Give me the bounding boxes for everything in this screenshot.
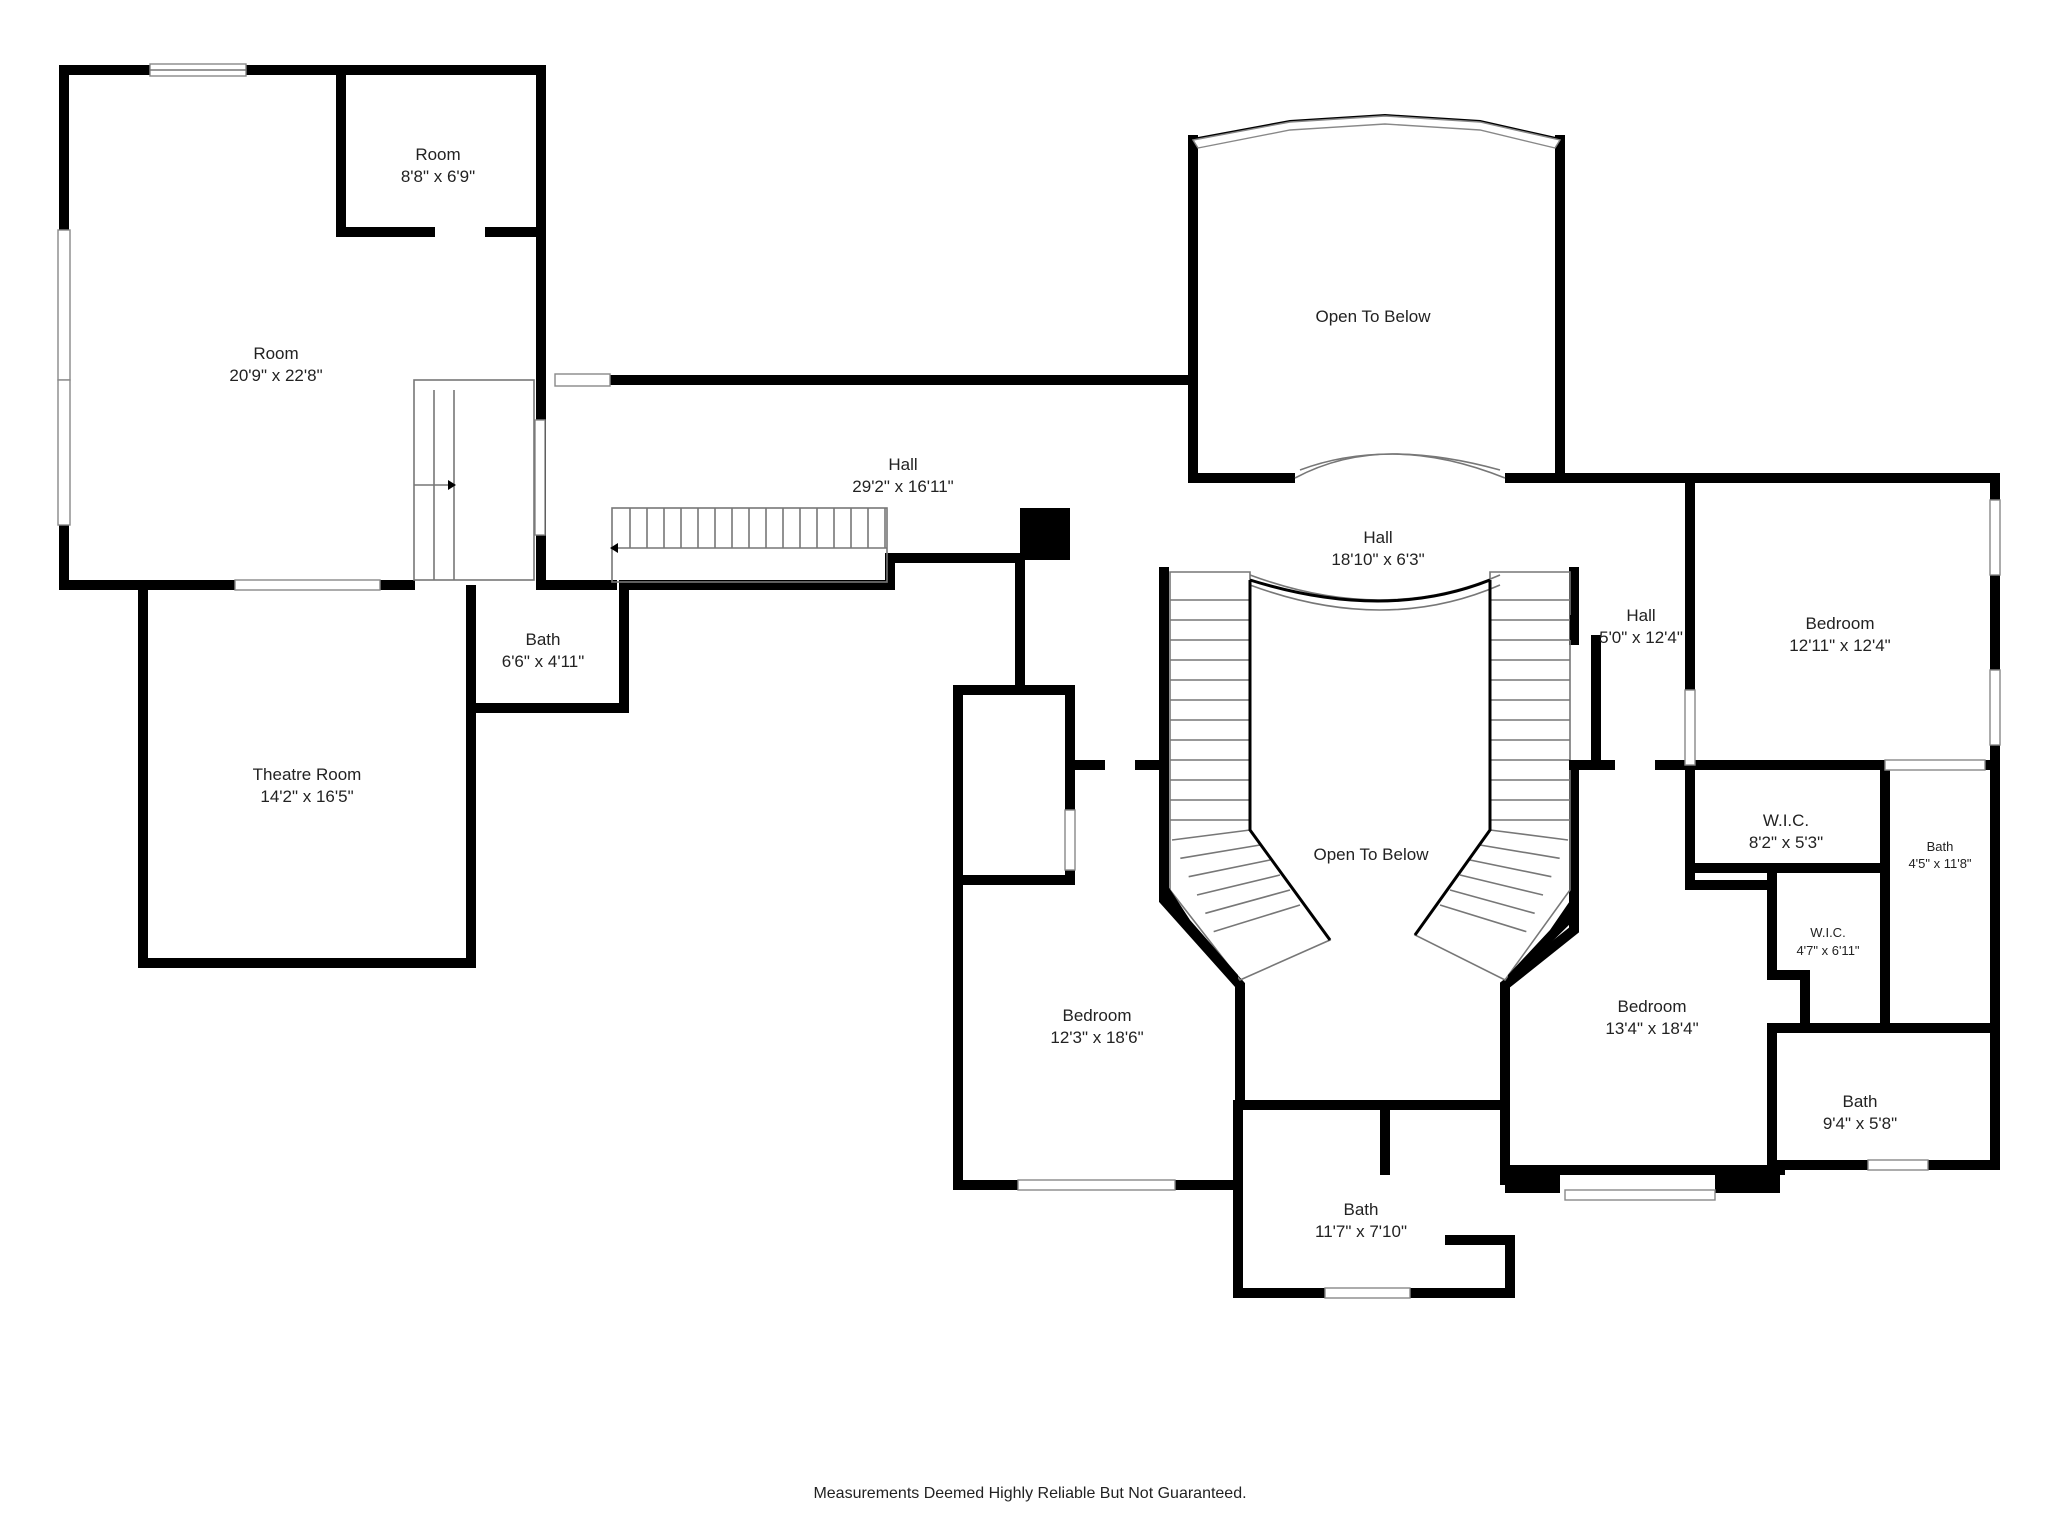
stair-tread [1188,859,1271,878]
room-size: 12'3" x 18'6" [1050,1028,1143,1047]
room-size: 14'2" x 16'5" [260,787,353,806]
room-name: Hall [1626,606,1655,625]
room-name: W.I.C. [1763,811,1809,830]
room-name: Bath [1344,1200,1379,1219]
room-size: 4'5" x 11'8" [1908,856,1971,871]
stair-tread [1180,844,1261,860]
stair-tread [1469,859,1552,878]
room-name: Bath [526,630,561,649]
room-name: Open To Below [1314,845,1430,864]
arched-balcony [1294,453,1506,479]
room-name: Bath [1927,839,1954,854]
arched-window-top [1191,113,1562,149]
room-name: Bedroom [1618,997,1687,1016]
stair-tread [1489,829,1569,841]
wall-block-right [1715,1165,1780,1193]
right-wing-windows [1564,499,2001,1201]
chimney-block [1020,508,1070,560]
center-walls [953,135,1601,1298]
room-size: 13'4" x 18'4" [1605,1019,1698,1038]
room-size: 11'7" x 7'10" [1315,1222,1407,1241]
room-name: Hall [1363,528,1392,547]
stair-post-left [1160,608,1168,633]
room-size: 18'10" x 6'3" [1331,550,1424,569]
curved-stairs-left [1164,571,1332,985]
stair-post [1570,615,1578,640]
room-size: 5'0" x 12'4" [1599,628,1683,647]
wall-block-left [1505,1165,1560,1193]
room-size: 6'6" x 4'11" [502,652,585,671]
stair-tread [1439,904,1527,933]
stair-tread [1213,904,1301,933]
room-name: Room [253,344,298,363]
room-name: Theatre Room [253,765,362,784]
hall-stairs [610,507,888,583]
center-windows [1017,809,1411,1299]
room-size: 29'2" x 16'11" [852,477,953,496]
left-stairs [413,379,535,581]
room-size: 4'7" x 6'11" [1796,943,1859,958]
curved-stairs-right [1413,571,1574,985]
stair-tread [1196,874,1281,896]
room-name: Bath [1843,1092,1878,1111]
left-wing-windows [57,63,611,591]
room-name: Hall [888,455,917,474]
room-name: Room [415,145,460,164]
stair-tread [1449,889,1535,915]
room-size: 8'2" x 5'3" [1749,833,1823,852]
disclaimer-note: Measurements Deemed Highly Reliable But … [813,1485,1246,1502]
room-name: Open To Below [1316,307,1432,326]
room-name: Bedroom [1063,1006,1132,1025]
room-name: Bedroom [1806,614,1875,633]
room-name: W.I.C. [1810,925,1845,940]
room-size: 20'9" x 22'8" [229,366,322,385]
stair-tread [1459,874,1544,896]
room-size: 9'4" x 5'8" [1823,1114,1897,1133]
stair-tread [1479,844,1560,860]
room-labels: Room 8'8" x 6'9" Room 20'9" x 22'8" Hall… [229,145,1972,1241]
room-size: 12'11" x 12'4" [1789,636,1890,655]
room-size: 8'8" x 6'9" [401,167,475,186]
stair-tread [1205,889,1291,915]
stair-tread [1171,829,1251,841]
